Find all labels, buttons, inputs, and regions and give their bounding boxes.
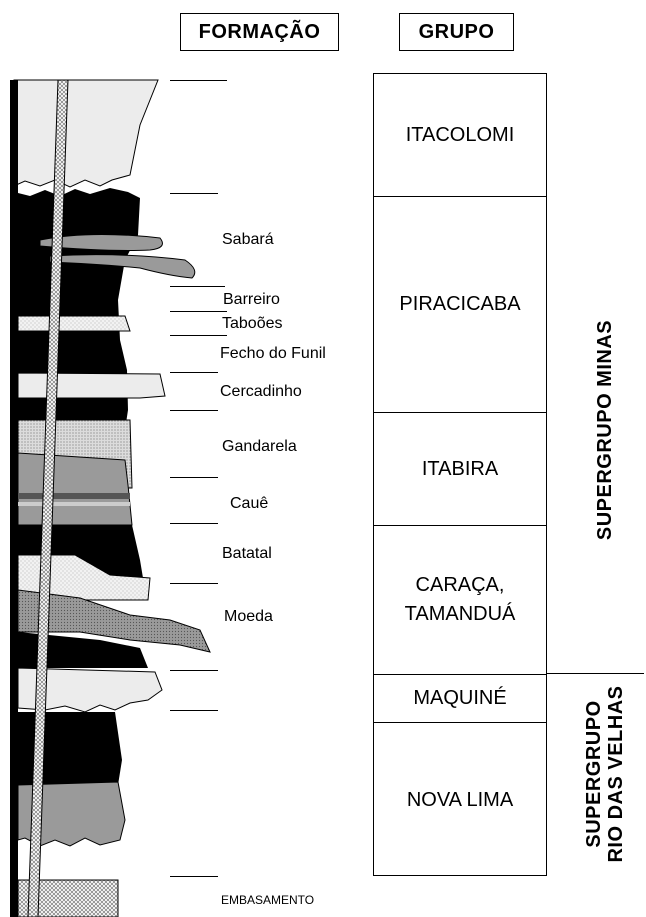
tick-caue bbox=[170, 477, 218, 478]
supergroup-divider bbox=[547, 673, 644, 674]
group-itabira: ITABIRA bbox=[374, 412, 546, 525]
group-piracicaba: PIRACICABA bbox=[374, 196, 546, 412]
group-nova-lima-label: NOVA LIMA bbox=[407, 786, 513, 815]
tick-moeda bbox=[170, 583, 218, 584]
group-itabira-label: ITABIRA bbox=[422, 455, 498, 484]
group-tamandua-label: TAMANDUÁ bbox=[405, 600, 516, 629]
tick-maquine-base bbox=[170, 710, 218, 711]
tick-batatal bbox=[170, 523, 218, 524]
supergroup-rio-line1: SUPERGRUPO bbox=[583, 684, 605, 864]
column-left-edge bbox=[10, 80, 18, 917]
formation-caue: Cauê bbox=[230, 496, 268, 512]
tick-fecho bbox=[170, 335, 227, 336]
tick-itacolomi-base bbox=[170, 193, 218, 194]
group-nova-lima: NOVA LIMA bbox=[374, 722, 546, 877]
group-maquine-label: MAQUINÉ bbox=[413, 684, 506, 713]
group-itacolomi-label: ITACOLOMI bbox=[406, 121, 515, 150]
group-maquine: MAQUINÉ bbox=[374, 674, 546, 722]
itacolomi-layer bbox=[14, 80, 158, 187]
supergroup-minas: SUPERGRUPO MINAS bbox=[594, 310, 618, 550]
formation-gandarela: Gandarela bbox=[222, 439, 297, 455]
tick-cercadinho bbox=[170, 372, 218, 373]
supergroup-rio-line2: RIO DAS VELHAS bbox=[605, 684, 627, 864]
group-column: ITACOLOMI PIRACICABA ITABIRA CARAÇA, TAM… bbox=[373, 73, 547, 876]
tick-taboes bbox=[170, 311, 227, 312]
group-itacolomi: ITACOLOMI bbox=[374, 74, 546, 196]
formation-batatal: Batatal bbox=[222, 546, 272, 562]
taboes-band bbox=[18, 316, 130, 331]
tick-maquine-top bbox=[170, 670, 218, 671]
tick-barreiro bbox=[170, 286, 225, 287]
formation-barreiro: Barreiro bbox=[223, 292, 280, 308]
group-caraca-tamandua: CARAÇA, TAMANDUÁ bbox=[374, 525, 546, 674]
tick-embasamento bbox=[170, 876, 218, 877]
cercadinho-band bbox=[18, 373, 165, 398]
formation-fecho-do-funil: Fecho do Funil bbox=[220, 346, 326, 362]
tick-gandarela bbox=[170, 410, 218, 411]
formation-taboes: Taboões bbox=[222, 316, 283, 332]
tick-itacolomi-top bbox=[170, 80, 227, 81]
formation-moeda: Moeda bbox=[224, 609, 273, 625]
formation-embasamento: EMBASAMENTO bbox=[221, 894, 314, 906]
caue-band-light bbox=[18, 502, 130, 506]
formation-sabara: Sabará bbox=[222, 232, 274, 248]
caue-band-dark bbox=[18, 493, 130, 499]
supergroup-rio-das-velhas: SUPERGRUPO RIO DAS VELHAS bbox=[583, 684, 633, 864]
caue-layer bbox=[18, 453, 132, 525]
formation-cercadinho: Cercadinho bbox=[220, 384, 302, 400]
group-caraca-label: CARAÇA, bbox=[405, 571, 516, 600]
group-piracicaba-label: PIRACICABA bbox=[399, 290, 520, 319]
